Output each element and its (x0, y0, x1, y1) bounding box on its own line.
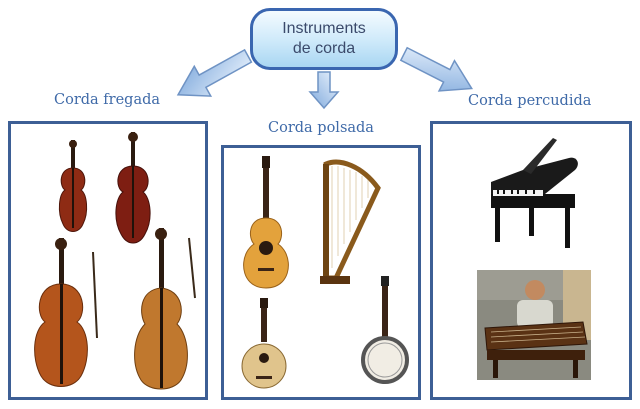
grand-piano-image (491, 138, 578, 248)
arrow-to-corda-fregada (176, 48, 253, 97)
label-corda-polsada: Corda polsada (268, 120, 374, 136)
panel-corda-polsada (221, 145, 421, 400)
violin-image (58, 140, 88, 232)
classical-guitar-image (243, 156, 289, 289)
arrow-to-corda-percudida (399, 46, 474, 92)
double-bass-image (134, 228, 196, 390)
mandolin-image (241, 298, 287, 389)
viola-image (115, 132, 151, 244)
root-node: Instruments de corda (250, 8, 398, 70)
panel-corda-fregada (8, 121, 208, 400)
cimbalom-image (477, 270, 591, 380)
root-title-line2: de corda (292, 40, 356, 57)
label-corda-percudida: Corda percudida (468, 93, 592, 109)
arrow-to-corda-polsada (308, 71, 340, 110)
label-corda-fregada: Corda fregada (54, 92, 161, 108)
cello-image (34, 238, 98, 387)
panel-corda-percudida (430, 121, 632, 400)
banjo-image (361, 276, 409, 384)
harp-image (320, 159, 381, 284)
root-title-line1: Instruments (282, 20, 366, 37)
